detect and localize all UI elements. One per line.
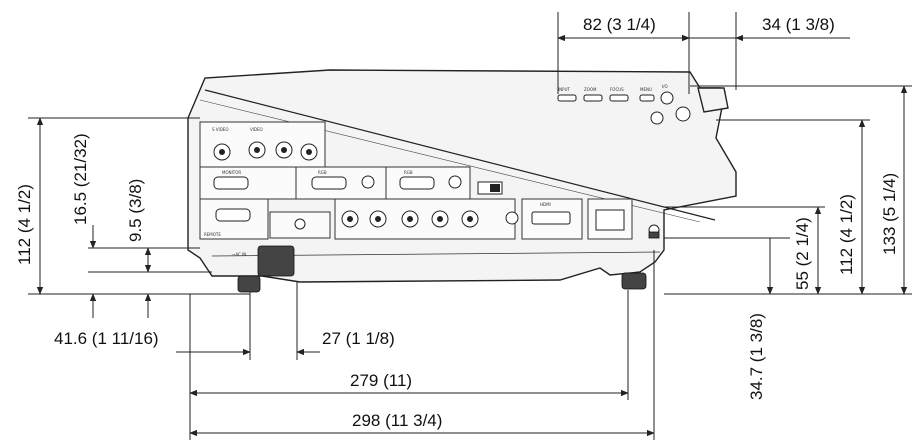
dim-279: 279 (11) [350, 371, 412, 390]
label-rgb-1: RGB [318, 170, 327, 175]
dim-right-133: 133 (5 1/4) [880, 173, 899, 255]
dim-right-112: 112 (4 1/2) [837, 194, 856, 275]
dim-41-6: 41.6 (1 11/16) [54, 329, 159, 348]
connector-panel: S VIDEO VIDEO MONITOR AUDIO RGB RGB [199, 121, 660, 277]
dimension-lines [28, 12, 912, 440]
dim-9-5: 9.5 (3/8) [126, 179, 145, 242]
projector-side-view: INPUT ZOOM FOCUS MENU I/O S VIDEO VIDEO … [187, 69, 737, 293]
dimension-labels: 82 (3 1/4) 34 (1 3/8) 112 (4 1/2) 16.5 (… [15, 15, 899, 430]
label-rgb-2: RGB [404, 170, 413, 175]
label-video: VIDEO [250, 127, 263, 132]
button-label-menu: MENU [640, 87, 652, 92]
top-control-buttons: INPUT ZOOM FOCUS MENU I/O [557, 84, 691, 125]
label-s-video: S VIDEO [212, 127, 228, 132]
button-label-input: INPUT [558, 87, 571, 92]
dim-16-5: 16.5 (21/32) [71, 133, 90, 225]
dim-298: 298 (11 3/4) [352, 411, 442, 430]
label-monitor: MONITOR [222, 170, 241, 175]
dim-34-top: 34 (1 3/8) [762, 15, 835, 34]
dim-right-55: 55 (2 1/4) [793, 217, 812, 290]
dim-right-34-7: 34.7 (1 3/8) [747, 313, 766, 400]
dim-27: 27 (1 1/8) [322, 329, 395, 348]
button-label-focus: FOCUS [610, 87, 624, 92]
projector-feet [237, 272, 647, 293]
dim-left-112: 112 (4 1/2) [15, 184, 34, 265]
label-ac-in: ~AC IN [232, 252, 246, 257]
button-label-power: I/O [662, 84, 668, 89]
label-remote: REMOTE [204, 232, 221, 237]
button-label-zoom: ZOOM [584, 87, 597, 92]
label-hdmi: HDMI [540, 202, 551, 207]
dim-82: 82 (3 1/4) [583, 15, 656, 34]
